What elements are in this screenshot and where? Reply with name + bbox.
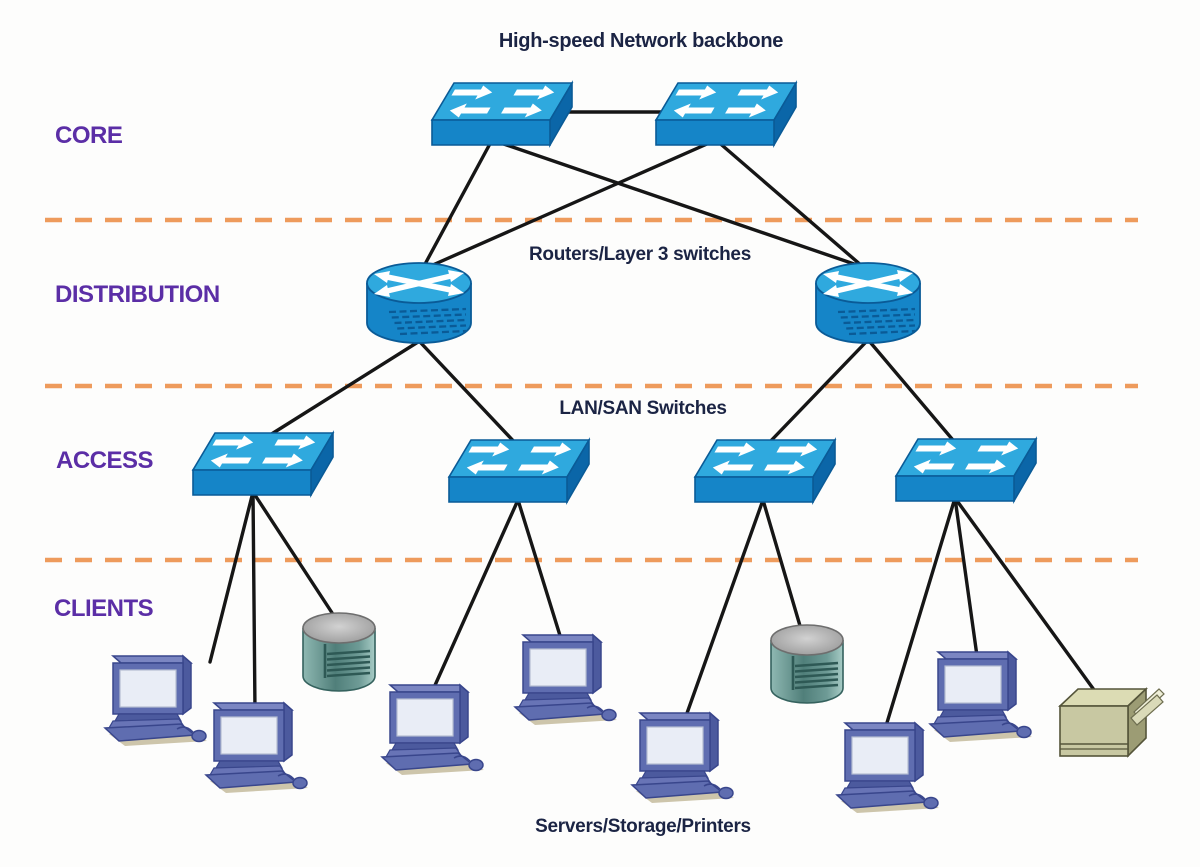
link-core-switch-2--distribution-router-2 bbox=[714, 138, 864, 268]
diagram-title: High-speed Network backbone bbox=[498, 30, 784, 52]
layer-label-core: CORE bbox=[55, 122, 123, 149]
client-pc-4 bbox=[513, 633, 617, 725]
annotation-lan-san-switches: LAN/SAN Switches bbox=[559, 398, 727, 419]
access-switch-4 bbox=[894, 436, 1038, 504]
layer-label-access: ACCESS bbox=[56, 447, 154, 474]
storage-1 bbox=[302, 612, 376, 692]
printer-1 bbox=[1057, 687, 1165, 758]
link-access-switch-4--client-pc-7 bbox=[953, 496, 979, 658]
link-distribution-router-1--access-switch-1 bbox=[260, 340, 420, 442]
link-access-switch-4--printer-1 bbox=[953, 496, 1099, 696]
storage-2 bbox=[770, 624, 844, 704]
link-distribution-router-2--access-switch-3 bbox=[762, 340, 868, 450]
link-access-switch-1--storage-1 bbox=[251, 490, 342, 627]
distribution-router-2 bbox=[815, 262, 921, 344]
link-distribution-router-1--access-switch-2 bbox=[418, 340, 522, 450]
layer-label-clients: CLIENTS bbox=[54, 595, 154, 622]
client-pc-6 bbox=[835, 721, 939, 813]
access-switch-1 bbox=[191, 430, 335, 498]
distribution-router-1 bbox=[366, 262, 472, 344]
link-core-switch-1--distribution-router-2 bbox=[490, 138, 862, 268]
client-pc-7 bbox=[928, 650, 1032, 742]
access-switch-3 bbox=[693, 437, 837, 505]
client-pc-3 bbox=[380, 683, 484, 775]
client-pc-5 bbox=[630, 711, 734, 803]
link-access-switch-2--client-pc-3 bbox=[430, 498, 520, 694]
link-access-switch-2--client-pc-4 bbox=[516, 498, 564, 644]
link-access-switch-3--client-pc-5 bbox=[684, 498, 765, 718]
link-access-switch-4--client-pc-6 bbox=[884, 496, 957, 728]
link-core-switch-1--distribution-router-1 bbox=[422, 138, 494, 268]
core-switch-2 bbox=[654, 80, 798, 148]
link-access-switch-1--client-pc-1 bbox=[208, 490, 255, 664]
layer-label-distribution: DISTRIBUTION bbox=[55, 281, 220, 308]
annotation-servers-storage-printers: Servers/Storage/Printers bbox=[535, 816, 751, 837]
link-distribution-router-2--access-switch-4 bbox=[868, 340, 960, 448]
link-access-switch-3--storage-2 bbox=[761, 498, 805, 638]
access-switch-2 bbox=[447, 437, 591, 505]
link-access-switch-1--client-pc-2 bbox=[251, 490, 257, 714]
client-pc-1 bbox=[103, 654, 207, 746]
link-core-switch-2--distribution-router-1 bbox=[424, 138, 718, 270]
annotation-routers-layer3: Routers/Layer 3 switches bbox=[529, 244, 751, 265]
client-pc-2 bbox=[204, 701, 308, 793]
core-switch-1 bbox=[430, 80, 574, 148]
